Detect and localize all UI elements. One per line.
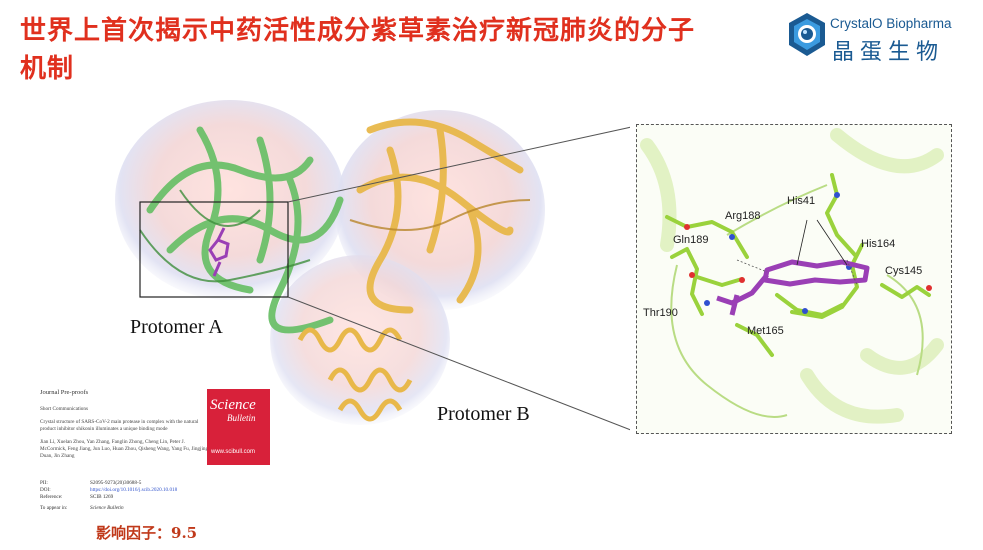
impact-factor: 影响因子：9.5 — [96, 524, 198, 542]
residue-label-his41: His41 — [787, 195, 816, 207]
protomer-a-label: Protomer A — [130, 316, 223, 338]
paper-section: Short Communications — [40, 406, 88, 412]
reference-value: SCIB 1269 — [90, 494, 114, 500]
protomer-b-label: Protomer B — [437, 403, 530, 425]
residue-label-arg188: Arg188 — [725, 210, 761, 222]
binding-site-zoom-panel: His41 Arg188 Gln189 His164 Cys145 Thr190… — [636, 124, 952, 434]
appear-in-label: To appear in: — [40, 505, 68, 511]
cover-title-bulletin: Bulletin — [227, 413, 256, 423]
slide-title: 世界上首次揭示中药活性成分紫草素治疗新冠肺炎的分子机制 — [20, 16, 696, 84]
logo-chinese-name: 晶蛋生物 — [832, 40, 945, 65]
company-logo: CrystalO Biopharma 晶蛋生物 — [786, 10, 976, 70]
crystal-logo-icon — [789, 13, 825, 56]
logo-english-name: CrystalO Biopharma — [830, 16, 952, 31]
journal-cover: Science Bulletin www.scibull.com — [207, 389, 270, 465]
journal-status: Journal Pre-proofs — [40, 389, 89, 396]
cover-url: www.scibull.com — [211, 449, 256, 455]
paper-citation: Journal Pre-proofs Short Communications … — [40, 388, 210, 460]
selection-box — [139, 201, 289, 298]
pii-label: PII: — [40, 480, 48, 486]
reference-label: Reference: — [40, 494, 63, 500]
pii-value: S2095-9273(20)30688-5 — [90, 480, 142, 486]
residue-label-gln189: Gln189 — [673, 234, 709, 246]
paper-title: Crystal structure of SARS-CoV-2 main pro… — [40, 419, 199, 432]
residue-label-thr190: Thr190 — [643, 307, 678, 319]
residue-label-cys145: Cys145 — [885, 265, 923, 277]
cover-title-science: Science — [210, 397, 256, 413]
protein-structure-image — [115, 100, 630, 431]
doi-label: DOI: — [40, 487, 51, 493]
binding-site-illustration — [640, 128, 944, 424]
residue-label-met165: Met165 — [747, 325, 784, 337]
appear-in-journal: Science Bulletin — [90, 505, 124, 511]
doi-link[interactable]: https://doi.org/10.1016/j.scib.2020.10.0… — [90, 487, 178, 493]
residue-label-his164: His164 — [861, 238, 896, 250]
paper-authors: Jian Li, Xuelan Zhou, Yan Zhang, Fanglin… — [40, 439, 209, 459]
